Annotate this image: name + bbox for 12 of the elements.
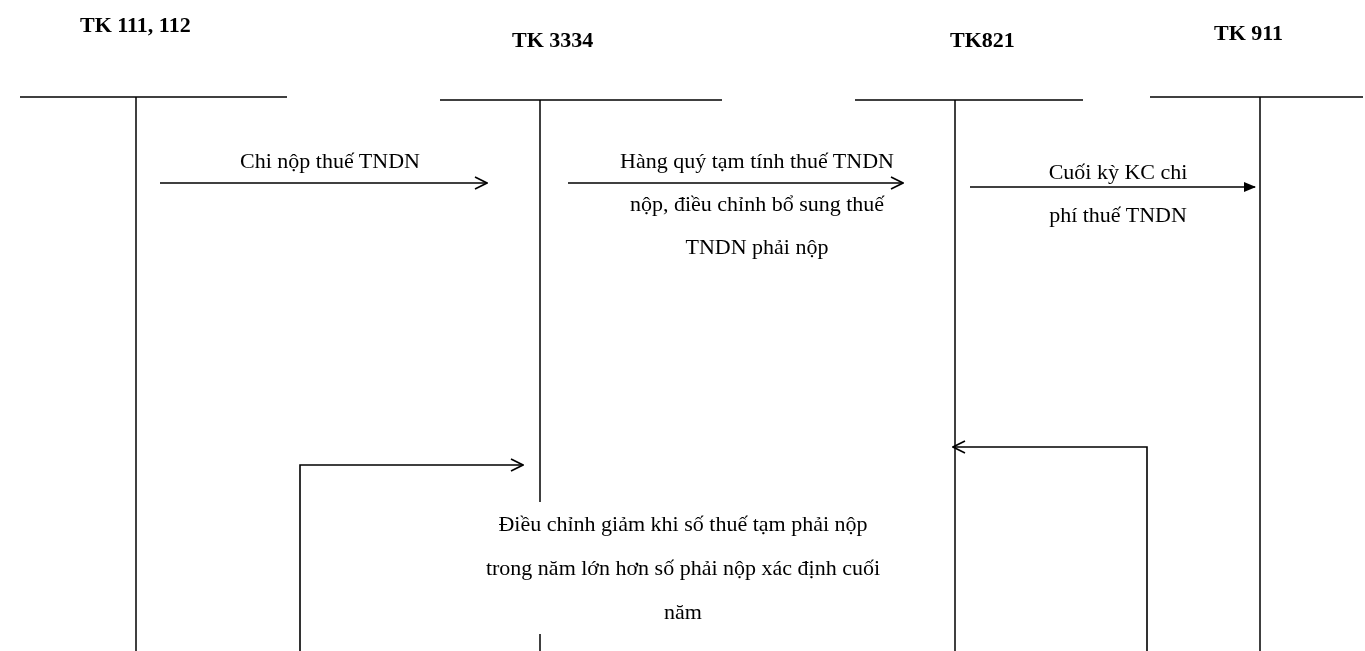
arrow	[299, 458, 524, 651]
arrow	[567, 176, 904, 190]
edge-label: Chi nộp thuế TNDN	[239, 147, 421, 175]
account-title: TK 111, 112	[80, 12, 191, 38]
account-title: TK 3334	[512, 27, 594, 53]
arrow	[969, 182, 1256, 192]
edge-label: Hàng quý tạm tính thuế TNDN nộp, điều chỉnh bổ sung thuế TNDN phải nộp	[619, 147, 895, 261]
arrow	[159, 176, 488, 190]
account-title: TK 911	[1214, 20, 1284, 46]
account-title: TK821	[950, 27, 1015, 53]
arrow	[952, 440, 1148, 651]
edge-label: Cuối kỳ KC chi phí thuế TNDN	[1047, 158, 1189, 229]
